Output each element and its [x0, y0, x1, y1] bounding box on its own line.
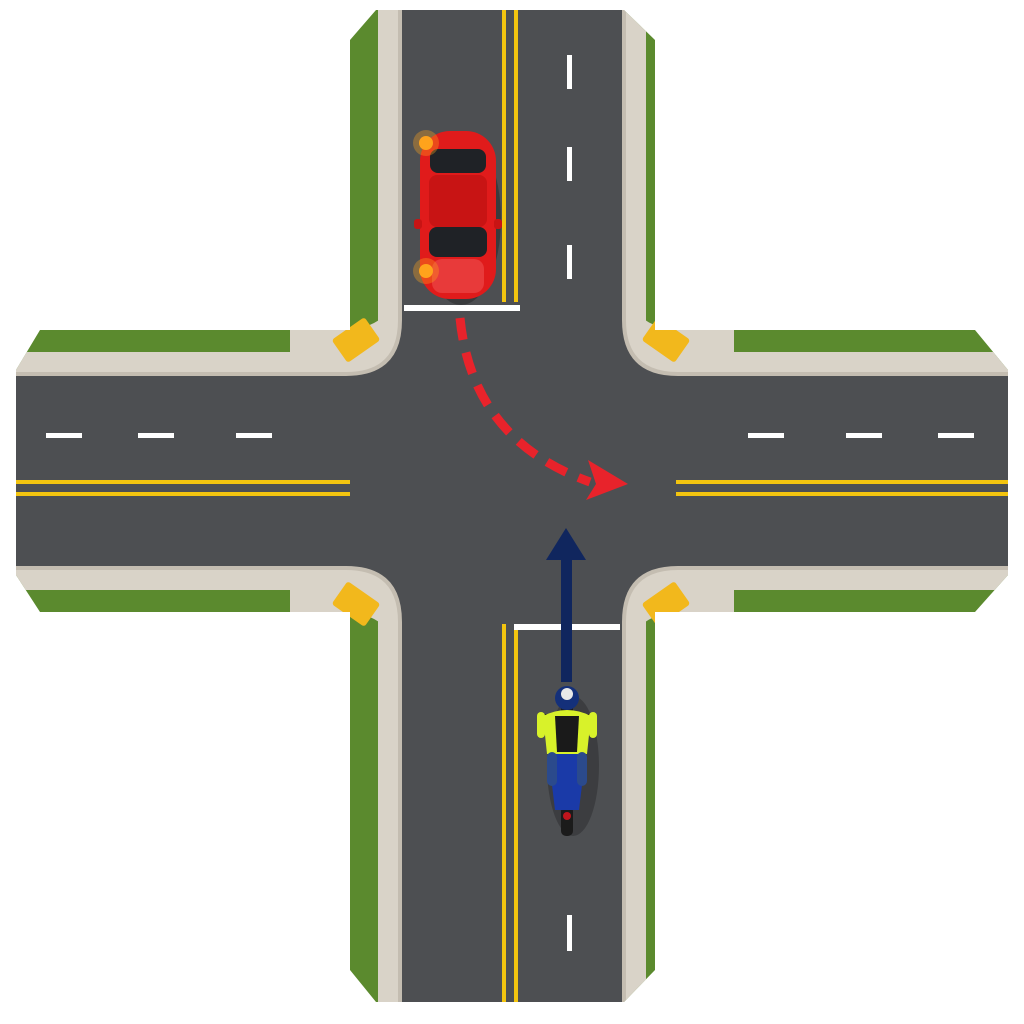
tactile-pad-se — [642, 582, 690, 626]
corner-sidewalk-sw — [290, 568, 400, 672]
motorcycle-tail-light — [563, 812, 571, 820]
center-line-north — [502, 10, 518, 302]
tactile-pad-sw — [332, 582, 380, 626]
car-hood — [432, 259, 484, 293]
car-mirror-left — [414, 219, 422, 229]
center-line-east — [676, 480, 1008, 496]
lane-dashes-south — [567, 915, 572, 951]
sidewalk-north-west — [378, 10, 400, 330]
car-windshield — [429, 227, 487, 257]
tactile-pad-ne — [642, 318, 690, 362]
sidewalk-south-east — [624, 612, 646, 1002]
straight-arrowhead-icon — [546, 528, 586, 560]
corner-sidewalk-ne — [624, 270, 734, 374]
stop-line-north — [404, 305, 520, 311]
sidewalk-south-west — [378, 612, 400, 1002]
sidewalk-north-east — [624, 10, 646, 330]
rider-arm-left — [537, 712, 545, 738]
rider-leg-left — [547, 752, 557, 786]
car-roof — [429, 175, 487, 227]
rider-leg-right — [577, 752, 587, 786]
straight-path-icon — [561, 556, 572, 682]
corner-sidewalk-se — [624, 568, 734, 672]
center-line-south — [502, 624, 518, 1002]
helmet-visor — [561, 688, 573, 700]
corner-sidewalk-nw — [290, 270, 400, 374]
turn-signal-rear-icon — [419, 136, 433, 150]
lane-dashes-west — [46, 433, 272, 438]
center-line-west — [16, 480, 350, 496]
tactile-pad-nw — [332, 318, 380, 362]
lane-dashes-east — [748, 433, 974, 438]
turn-arrowhead-icon — [586, 460, 628, 500]
turn-signal-glow-rear — [413, 130, 439, 156]
turn-signal-front-icon — [419, 264, 433, 278]
motorcycle-rear-wheel — [561, 806, 573, 836]
lane-dashes-north — [567, 55, 572, 279]
turn-path-arrow — [455, 317, 628, 500]
blue-motorcycle — [537, 686, 599, 836]
car-rear-window — [430, 149, 486, 173]
turn-path-icon — [455, 317, 592, 487]
car-mirror-right — [494, 219, 502, 229]
straight-path-arrow — [546, 528, 586, 682]
red-car — [413, 130, 502, 305]
turn-signal-glow-front — [413, 258, 439, 284]
rider-vest — [555, 716, 579, 752]
rider-arm-right — [589, 712, 597, 738]
